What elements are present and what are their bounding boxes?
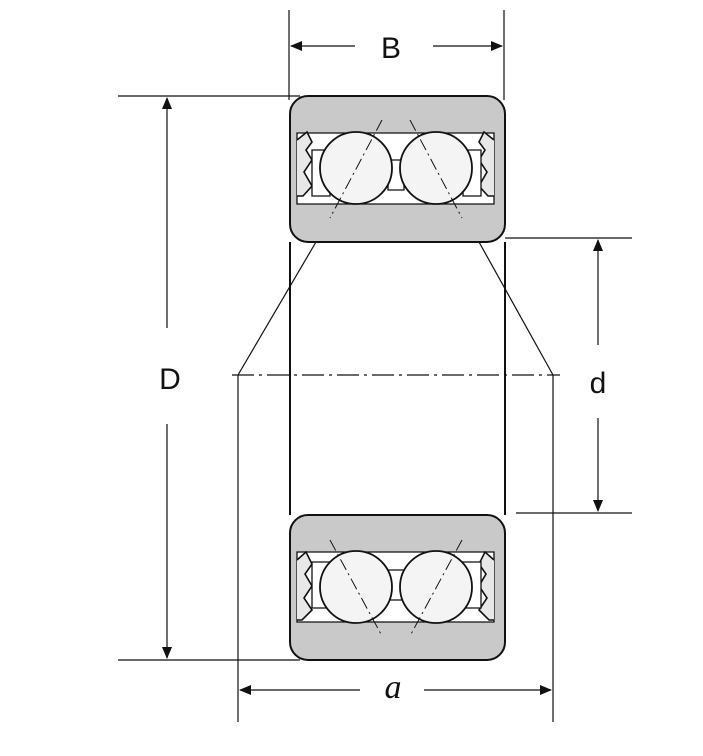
label-width: B [381,32,401,65]
label-bore-diameter: d [590,367,607,400]
bottom-cross-section [289,514,506,661]
label-outer-diameter: D [159,363,181,396]
label-load-center-distance: a [385,669,402,706]
contact-angle-lines [237,241,554,376]
extension-lines [118,10,632,722]
bearing-bore-outline [289,242,506,515]
top-cross-section [289,95,506,243]
